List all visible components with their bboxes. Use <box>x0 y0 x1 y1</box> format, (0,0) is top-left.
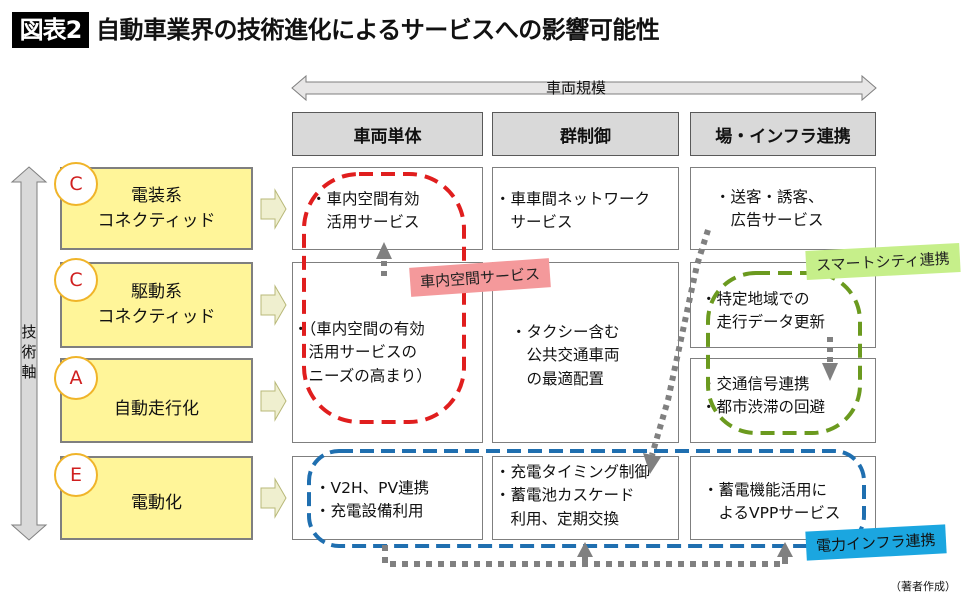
cell-electric-group: ・充電タイミング制御・蓄電池カスケード 利用、定期交換 <box>492 456 679 540</box>
vertical-axis-char: 軸 <box>21 363 37 381</box>
column-header-infra: 場・インフラ連携 <box>690 112 876 156</box>
row-label-line: 自動走行化 <box>114 399 199 420</box>
cell-line: 広告サービス <box>715 211 824 230</box>
cell-line: ・特定地域での <box>701 290 810 308</box>
row-arrow-icon <box>260 477 287 519</box>
cell-connected-group: ・車車間ネットワーク サービス <box>492 167 679 250</box>
figure-title: 自動車業界の技術進化によるサービスへの影響可能性 <box>96 16 660 44</box>
row-label-line: コネクティッド <box>97 307 216 327</box>
row-label-line: 電動化 <box>131 492 182 513</box>
cell-line: 活用サービスの <box>293 343 418 362</box>
cell-electric-infra: ・蓄電機能活用に よるVPPサービス <box>690 456 876 540</box>
cell-line: ・蓄電池カスケード <box>495 486 635 505</box>
vertical-axis-char: 術 <box>21 343 37 361</box>
cell-line: 利用、定期交換 <box>495 509 620 528</box>
row-label-line: コネクティッド <box>97 210 216 231</box>
cell-line: ・都市渋滞の回避 <box>701 398 826 417</box>
row-arrow-icon <box>260 284 287 326</box>
casa-badge-a: A <box>54 356 98 400</box>
cell-line: ・交通信号連携 <box>701 375 810 393</box>
row-arrow-icon <box>260 188 287 230</box>
cell-electric-single: ・V2H、PV連携・充電設備利用 <box>292 456 483 540</box>
vertical-axis-arrow <box>10 166 48 541</box>
vertical-axis-label: 技 術 軸 <box>19 322 39 382</box>
column-header-group-control: 群制御 <box>492 112 679 156</box>
cell-line: 活用サービス <box>311 213 420 232</box>
cell-drive-autonomous-group: ・タクシー含む 公共交通車両 の最適配置 <box>492 262 679 443</box>
cell-line: サービス <box>495 213 573 232</box>
cell-line: よるVPPサービス <box>703 504 841 523</box>
row-label-line: 駆動系 <box>130 282 182 303</box>
vertical-axis-char: 技 <box>21 323 37 341</box>
cell-line: ・V2H、PV連携 <box>315 479 430 497</box>
cell-line: ・（車内空間の有効 <box>293 320 425 338</box>
cell-line: ・充電設備利用 <box>315 502 424 521</box>
row-arrow-icon <box>260 380 287 422</box>
cell-line: ・車内空間有効 <box>311 190 420 208</box>
horizontal-axis-arrow <box>291 74 877 102</box>
casa-badge-c: C <box>54 258 98 302</box>
cell-connected-single: ・車内空間有効 活用サービス <box>292 167 483 250</box>
cell-line: ニーズの高まり） <box>293 366 432 385</box>
cell-line: ・蓄電機能活用に <box>703 481 828 499</box>
row-header-electrical-connected: 電装系コネクティッド <box>60 167 253 250</box>
cell-line: ・車車間ネットワーク <box>495 190 651 208</box>
cell-line: ・タクシー含む <box>511 323 620 341</box>
cell-line: ・送客・誘客、 <box>715 188 824 206</box>
column-header-single-vehicle: 車両単体 <box>292 112 483 156</box>
cell-line: 公共交通車両 <box>511 346 620 365</box>
cell-connected-infra: ・送客・誘客、 広告サービス <box>690 167 876 250</box>
cell-line: ・充電タイミング制御 <box>495 463 651 481</box>
casa-badge-c: C <box>54 162 98 206</box>
cell-line: の最適配置 <box>511 369 605 388</box>
horizontal-axis-label: 車両規模 <box>546 79 607 97</box>
row-label-line: 電装系 <box>130 185 182 206</box>
source-credit: （著者作成） <box>890 580 956 593</box>
casa-badge-e: E <box>54 453 98 497</box>
cell-autonomous-infra: ・交通信号連携・都市渋滞の回避 <box>690 358 876 443</box>
figure-number-badge: 図表2 <box>12 12 89 48</box>
cell-line: 走行データ更新 <box>701 313 826 332</box>
